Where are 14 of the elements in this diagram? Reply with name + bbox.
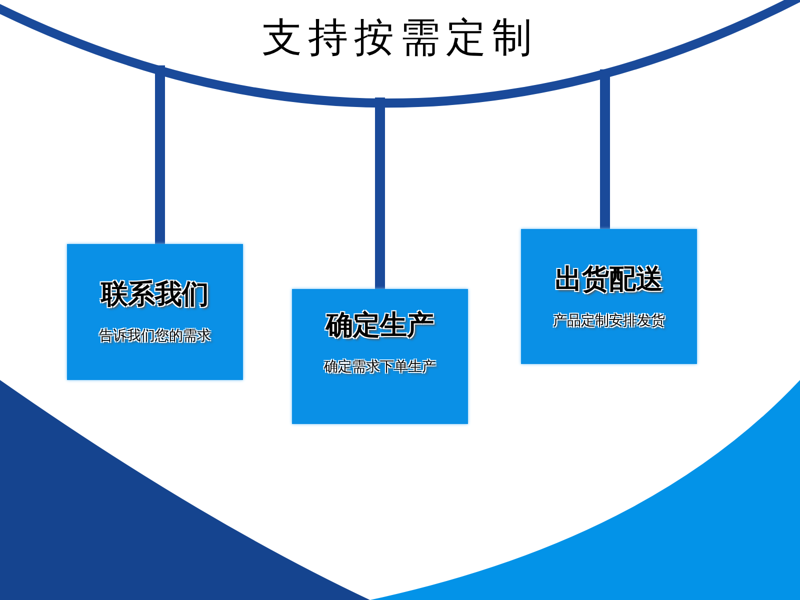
hanging-bar — [600, 69, 610, 229]
step-description: 告诉我们您的需求 — [99, 328, 211, 346]
step-box — [521, 229, 697, 364]
step-heading: 出货配送 — [555, 263, 663, 297]
title: 支持按需定制 — [261, 14, 539, 63]
arc-band — [0, 0, 800, 108]
step-description: 确定需求下单生产 — [324, 358, 436, 376]
step-box — [292, 289, 468, 424]
hanging-bar — [375, 98, 385, 289]
step-box — [67, 244, 243, 380]
step-description: 产品定制安排发货 — [553, 312, 665, 330]
step-heading: 确定生产 — [326, 309, 434, 343]
hanging-bar — [155, 65, 165, 244]
step-heading: 联系我们 — [101, 278, 209, 312]
